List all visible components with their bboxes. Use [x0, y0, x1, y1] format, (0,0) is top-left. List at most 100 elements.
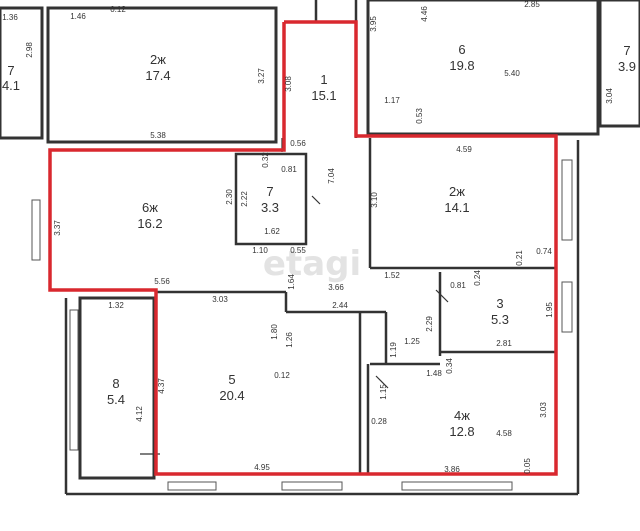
- dimension: 0.34: [445, 358, 454, 374]
- dimension: 3.66: [328, 283, 344, 292]
- watermark: etagi: [263, 244, 361, 284]
- room-id: 7: [7, 63, 14, 78]
- dimension: 0.28: [371, 417, 387, 426]
- dimension: 4.59: [456, 145, 472, 154]
- dimension: 1.95: [545, 302, 554, 318]
- room-area: 14.1: [444, 200, 469, 215]
- room-labels: 7 4.1 2ж 17.4 1 15.1 6 19.8 7 3.9 6ж 16.…: [2, 42, 636, 439]
- dimension: 4.46: [420, 6, 429, 22]
- room-area: 20.4: [219, 388, 244, 403]
- walls: [0, 0, 640, 496]
- windows: [31, 159, 573, 491]
- dimension: 2.85: [524, 0, 540, 9]
- room-area: 16.2: [137, 216, 162, 231]
- dimension: 0.81: [281, 165, 297, 174]
- dimension: 0.74: [536, 247, 552, 256]
- dimension: 7.04: [327, 168, 336, 184]
- dimension: 3.03: [539, 402, 548, 418]
- room-area: 12.8: [449, 424, 474, 439]
- dimension: 1.32: [108, 301, 124, 310]
- doors: [140, 138, 449, 455]
- dimension: 1.26: [285, 332, 294, 348]
- dimension: 4.58: [496, 429, 512, 438]
- dimension: 1.52: [384, 271, 400, 280]
- dimension: 1.48: [426, 369, 442, 378]
- dimension: 0.12: [110, 5, 126, 14]
- dimension: 0.53: [415, 108, 424, 124]
- dimension-labels: 1.36 1.46 0.12 2.98 3.27 5.38 3.08 3.95 …: [2, 0, 614, 474]
- dimension: 3.37: [53, 220, 62, 236]
- room-area: 5.3: [491, 312, 509, 327]
- dimension: 3.03: [212, 295, 228, 304]
- dimension: 1.19: [389, 342, 398, 358]
- dimension: 0.12: [274, 371, 290, 380]
- dimension: 1.15: [379, 384, 388, 400]
- room-id: 6: [458, 42, 465, 57]
- dimension: 3.04: [605, 88, 614, 104]
- room-7-left-walls: [0, 6, 44, 140]
- dimension: 2.29: [425, 316, 434, 332]
- dimension: 2.98: [25, 42, 34, 58]
- room-2zh-top-walls: [46, 6, 278, 144]
- dimension: 0.24: [473, 270, 482, 286]
- dimension: 1.80: [270, 324, 279, 340]
- room-id: 4ж: [454, 408, 470, 423]
- dimension: 1.36: [2, 13, 18, 22]
- window-left: [31, 199, 41, 261]
- room-id: 8: [112, 376, 119, 391]
- dimension: 3.86: [444, 465, 460, 474]
- dimension: 2.44: [332, 301, 348, 310]
- window-bottom-3: [401, 481, 513, 491]
- room-area: 3.9: [618, 59, 636, 74]
- dimension: 0.81: [450, 281, 466, 290]
- room-id: 7: [266, 184, 273, 199]
- dimension: 4.37: [157, 378, 166, 394]
- room-8-walls: [78, 296, 156, 480]
- window-bottom-1: [167, 481, 217, 491]
- dimension: 5.40: [504, 69, 520, 78]
- dimension: 2.22: [240, 191, 249, 207]
- dimension: 0.32: [261, 152, 270, 168]
- dimension: 0.55: [290, 246, 306, 255]
- room-area: 15.1: [311, 88, 336, 103]
- dimension: 2.30: [225, 189, 234, 205]
- room-6-top-right-walls: [366, 0, 600, 136]
- dimension: 4.12: [135, 406, 144, 422]
- room-area: 4.1: [2, 78, 20, 93]
- door-mark: [311, 195, 321, 205]
- dimension: 5.38: [150, 131, 166, 140]
- window-right-1: [561, 159, 573, 241]
- dimension: 3.95: [369, 16, 378, 32]
- dimension: 2.81: [496, 339, 512, 348]
- window-bottom-2: [281, 481, 343, 491]
- room-area: 3.3: [261, 200, 279, 215]
- dimension: 0.05: [523, 458, 532, 474]
- room-area: 5.4: [107, 392, 125, 407]
- dimension: 4.95: [254, 463, 270, 472]
- dimension: 1.46: [70, 12, 86, 21]
- dimension: 1.17: [384, 96, 400, 105]
- door-mark: [435, 289, 449, 303]
- dimension: 5.56: [154, 277, 170, 286]
- room-id: 2ж: [449, 184, 465, 199]
- room-id: 5: [228, 372, 235, 387]
- dimension: 3.27: [257, 68, 266, 84]
- door-mark: [375, 375, 389, 389]
- room-id: 6ж: [142, 200, 158, 215]
- room-id: 3: [496, 296, 503, 311]
- room-7-right-walls: [598, 0, 640, 128]
- room-area: 19.8: [449, 58, 474, 73]
- window-room8: [69, 309, 79, 451]
- room-id: 1: [320, 72, 327, 87]
- room-id: 2ж: [150, 52, 166, 67]
- dimension: 1.64: [287, 274, 296, 290]
- dimension: 0.56: [290, 139, 306, 148]
- dimension: 3.10: [370, 192, 379, 208]
- room-area: 17.4: [145, 68, 170, 83]
- window-right-2: [561, 281, 573, 333]
- dimension: 1.25: [404, 337, 420, 346]
- room-id: 7: [623, 43, 630, 58]
- room-7-small-walls: [234, 152, 308, 246]
- dimension: 0.21: [515, 250, 524, 266]
